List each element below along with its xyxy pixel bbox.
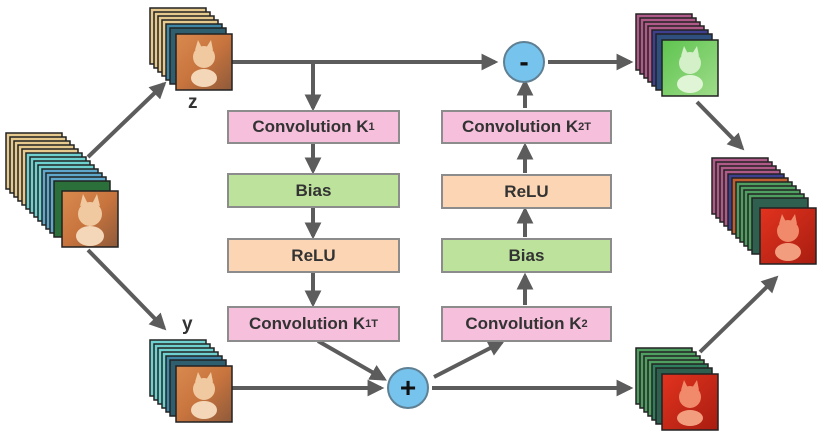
conv-k1t-label: Convolution K (248, 314, 366, 333)
kitten-photo-icon (191, 372, 217, 419)
kitten-photo-icon (775, 214, 801, 261)
arrow-input-to-z (86, 81, 167, 159)
relu-box-right: ReLU (441, 174, 612, 209)
kitten-photo-icon (191, 40, 217, 87)
z-label: z (188, 92, 198, 113)
minus-sign: - (519, 46, 529, 77)
conv-k1t-superscript: T (371, 318, 378, 330)
y-label: y (182, 314, 193, 335)
plus-sign: + (399, 372, 417, 403)
bias-left-label: Bias (295, 180, 332, 200)
kitten-photo-icon (677, 380, 703, 426)
relu-left-label: ReLU (291, 245, 336, 265)
conv-k2-subscript: 2 (581, 318, 588, 330)
conv-k2t-superscript: T (584, 121, 591, 133)
difference-feature-stack (635, 13, 719, 97)
add-operator: + (387, 367, 429, 409)
arrow-group (86, 53, 779, 397)
bias-box-right: Bias (441, 238, 612, 273)
y-feature-stack (149, 339, 233, 423)
input-feature-stack (5, 132, 119, 248)
conv-k1-label: Convolution K (252, 117, 369, 136)
arrow-conv-k1t-to-plus (317, 339, 387, 381)
kitten-photo-icon (76, 194, 104, 246)
arrow-top-stack-to-output (695, 100, 745, 151)
conv-k1-subscript: 1 (368, 121, 375, 133)
relu-box-left: ReLU (227, 238, 400, 273)
kitten-photo-icon (677, 46, 703, 93)
arrow-bottom-stack-to-output (698, 275, 779, 354)
bias-box-left: Bias (227, 173, 400, 208)
subtract-operator: - (503, 41, 545, 83)
z-feature-stack (149, 7, 233, 91)
arrow-plus-to-conv-k2 (433, 340, 505, 379)
output-feature-stack (711, 157, 817, 265)
conv-k1t-subscript: 1 (365, 318, 372, 330)
sum-feature-stack (635, 347, 719, 431)
bias-right-label: Bias (508, 245, 545, 265)
relu-right-label: ReLU (504, 181, 549, 201)
arrow-input-to-y (86, 248, 167, 331)
conv-k2t-subscript: 2 (578, 121, 585, 133)
conv-k2-label: Convolution K (465, 314, 582, 333)
conv-k2t-label: Convolution K (461, 117, 579, 136)
